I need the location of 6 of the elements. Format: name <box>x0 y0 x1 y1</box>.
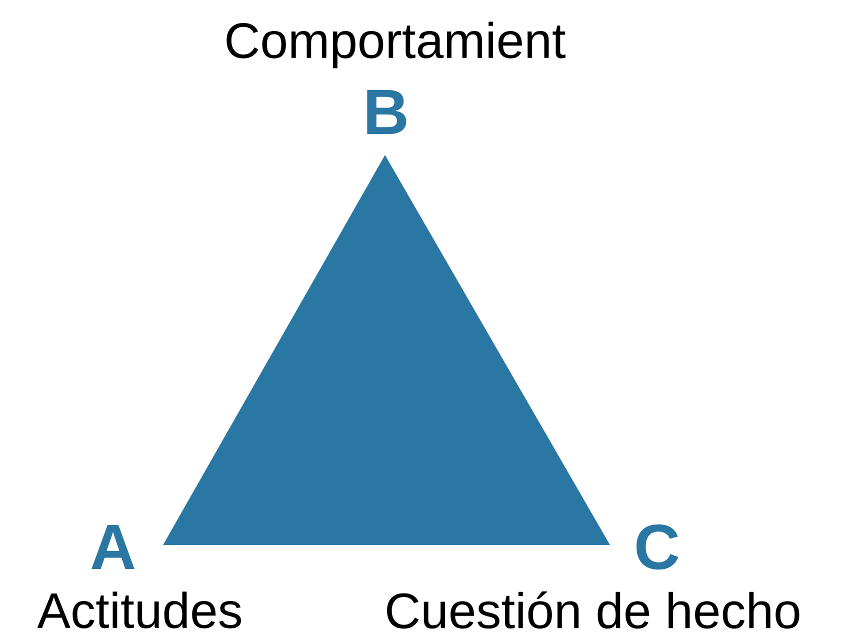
vertex-letter: C <box>636 524 678 570</box>
vertex-caption: Actitudes <box>37 592 242 628</box>
vertex-caption: Cuestión de hecho <box>387 591 800 629</box>
vertex-letter: A <box>92 524 134 569</box>
vertex-caption: Comportamient <box>226 22 566 68</box>
vertex-letter: B <box>367 90 406 134</box>
